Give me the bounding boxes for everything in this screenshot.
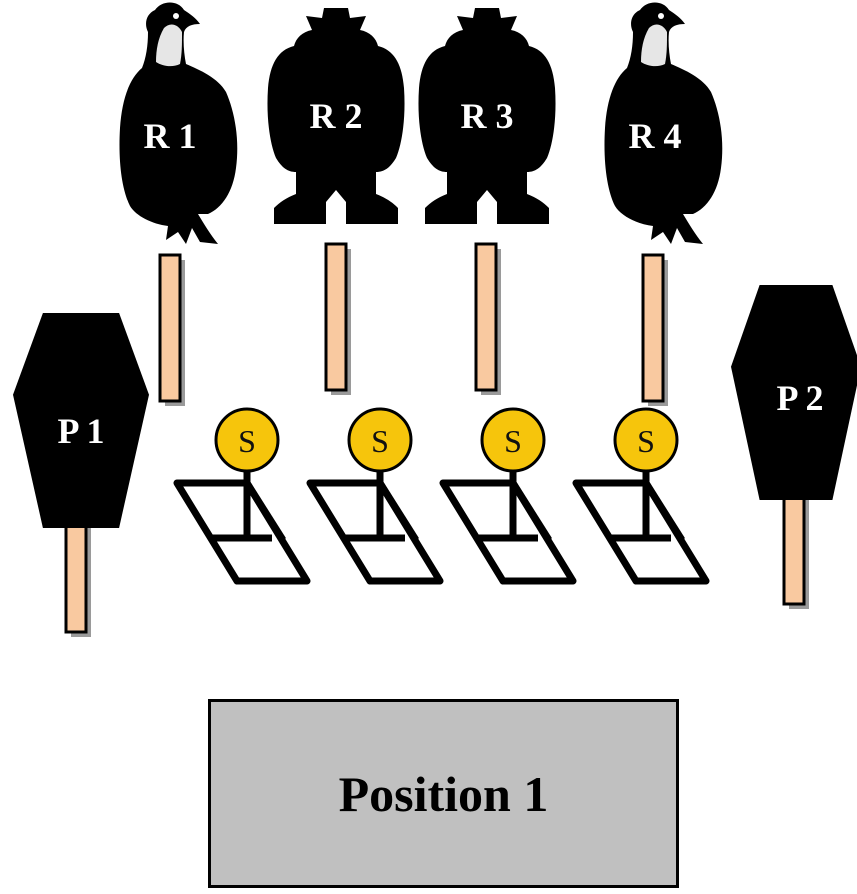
- steel-target-label: S: [504, 423, 522, 459]
- paper-target-p2: P 2: [731, 285, 857, 609]
- steel-target-label: S: [371, 423, 389, 459]
- post-r1: [158, 253, 185, 406]
- reactive-target-label: R 4: [629, 116, 682, 156]
- post-p2: [782, 488, 809, 609]
- steel-stand: [576, 461, 706, 581]
- steel-stand: [177, 461, 307, 581]
- steel-disc: [480, 407, 546, 473]
- post-r3: [474, 242, 501, 395]
- steel-disc: [214, 407, 280, 473]
- steel-target-label: S: [238, 423, 256, 459]
- steel-target-s2: S: [310, 407, 440, 581]
- reactive-target-label: R 2: [310, 96, 363, 136]
- steel-stand: [443, 461, 573, 581]
- reactive-target-r3: R 3: [418, 8, 556, 224]
- reactive-target-label: R 3: [461, 96, 514, 136]
- post-p1: [64, 518, 91, 637]
- post-r4: [641, 253, 668, 406]
- post-r2: [324, 242, 351, 395]
- steel-target-s4: S: [576, 407, 706, 581]
- position-box: Position 1: [208, 699, 679, 888]
- paper-target-label: P 1: [57, 411, 104, 451]
- steel-disc: [613, 407, 679, 473]
- paper-target-shape: [13, 313, 149, 528]
- paper-target-shape: [731, 285, 857, 500]
- reactive-target-r2: R 2: [267, 8, 405, 224]
- paper-target-label: P 2: [776, 378, 823, 418]
- reactive-target-r4: R 4: [604, 2, 723, 244]
- steel-disc: [347, 407, 413, 473]
- reactive-target-r1: R 1: [119, 2, 238, 244]
- steel-stand: [310, 461, 440, 581]
- reactive-target-label: R 1: [144, 116, 197, 156]
- position-label: Position 1: [338, 765, 549, 822]
- paper-target-p1: P 1: [13, 313, 149, 637]
- steel-target-label: S: [637, 423, 655, 459]
- steel-target-s3: S: [443, 407, 573, 581]
- steel-target-s1: S: [177, 407, 307, 581]
